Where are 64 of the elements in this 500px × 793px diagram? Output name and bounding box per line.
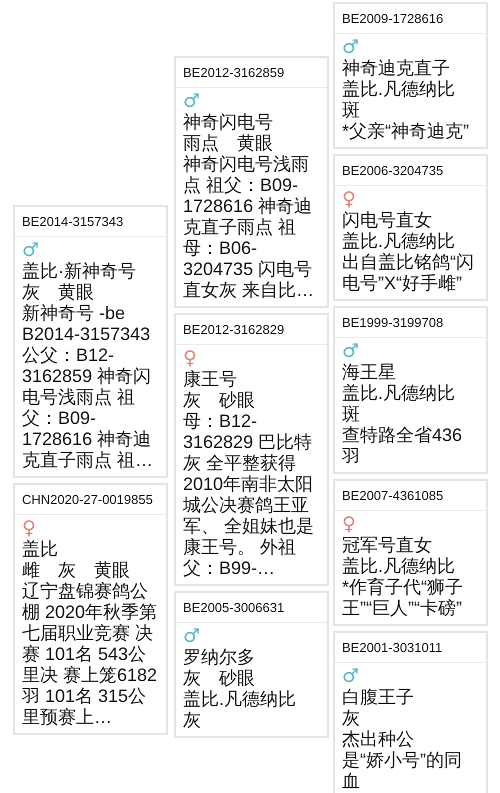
pedigree-card	[174, 56, 329, 308]
ring-number: BE2006-3204735	[342, 162, 444, 179]
sex-symbol: ♀	[342, 189, 356, 210]
pedigree-note: 斑	[342, 404, 360, 425]
pedigree-note: 灰	[183, 710, 201, 731]
pedigree-note: 杰出种公	[342, 729, 414, 750]
ring-number: CHN2020-27-0019855	[22, 491, 153, 508]
pigeon-name: 神奇迪克直子	[342, 58, 450, 79]
ring-number: BE2007-4361085	[342, 487, 444, 504]
pedigree-note: 盖比.凡德纳比	[183, 689, 296, 710]
pedigree-note: 灰 黄眼	[22, 282, 94, 303]
pedigree-note: 新神奇号 -be B2014-3157343公父：B12-3162859 神奇闪电号浅雨点 祖父：B09-1728616 神奇迪克直子雨点 祖…	[22, 303, 154, 471]
pedigree-note: 辽宁盘锦赛鸽公棚 2020年秋季第七届职业竞赛 决赛 101名 543公里决 赛上笼6182羽 101名 315公里预赛上…	[22, 581, 158, 728]
ring-number: BE2012-3162829	[183, 321, 284, 338]
pedigree-note: 神奇闪电号浅雨点 祖父：B09-1728616 神奇迪克直子雨点 祖母：B06-3204735 闪电号直女灰 来自比…	[183, 154, 316, 301]
pigeon-name: 闪电号直女	[342, 210, 432, 231]
sex-symbol: ♀	[183, 348, 197, 369]
pedigree-note: 查特路全省436羽	[342, 425, 464, 467]
ring-number: BE1999-3199708	[342, 314, 444, 331]
sex-symbol: ♀	[342, 514, 356, 535]
ring-number: BE2014-3157343	[22, 213, 124, 230]
pedigree-card	[333, 2, 488, 149]
pigeon-name: 盖比	[22, 539, 58, 560]
ring-number: BE2009-1728616	[342, 10, 444, 27]
ring-number: BE2001-3031011	[342, 639, 442, 656]
pedigree-card	[333, 479, 488, 626]
pedigree-card	[333, 631, 488, 793]
sex-symbol: ♂	[342, 666, 360, 687]
pedigree-note: 出自盖比铭鸽“闪电号”X“好手雌”	[342, 252, 475, 294]
pigeon-name: 白腹王子	[342, 687, 414, 708]
pigeon-name: 盖比·新神奇号	[22, 261, 136, 282]
ring-number: BE2005-3006631	[183, 599, 284, 616]
pedigree-note: 母：B12-3162829 巴比特灰 全平整获得2010年南非太阳城公决赛鸽王亚军、 全姐妹也是康王号。 外祖父：B99-…	[183, 411, 316, 579]
pedigree-card	[174, 591, 329, 738]
pigeon-name: 罗纳尔多	[183, 647, 255, 668]
sex-symbol: ♂	[22, 240, 40, 261]
pedigree-note: 盖比.凡德纳比	[342, 556, 456, 577]
pigeon-name: 海王星	[342, 362, 396, 383]
pedigree-card	[333, 154, 488, 301]
pedigree-note: 雨点 黄眼	[183, 133, 273, 154]
pedigree-note: 灰 砂眼	[183, 390, 255, 411]
sex-symbol: ♂	[342, 37, 360, 58]
pedigree-note: 灰 砂眼	[183, 668, 255, 689]
pedigree-note: 是“娇小号”的同血	[342, 750, 463, 792]
pedigree-note: 盖比.凡德纳比	[342, 79, 456, 100]
pedigree-card	[333, 306, 488, 474]
pedigree-card	[13, 483, 168, 735]
sex-symbol: ♂	[342, 341, 360, 362]
pedigree-note: 盖比.凡德纳比	[342, 383, 456, 404]
sex-symbol: ♂	[183, 91, 200, 112]
sex-symbol: ♂	[183, 626, 200, 647]
ring-number: BE2012-3162859	[183, 64, 284, 81]
pedigree-note: 斑	[342, 100, 360, 121]
pigeon-name: 冠军号直女	[342, 535, 432, 556]
sex-symbol: ♀	[22, 518, 36, 539]
pedigree-card	[13, 205, 168, 478]
pedigree-note: *作育子代“狮子王”“巨人”“卡磅”	[342, 577, 464, 619]
pedigree-note: *父亲“神奇迪克”	[342, 121, 469, 142]
pedigree-card	[174, 313, 329, 586]
pedigree-note: 雌 灰 黄眼	[22, 560, 130, 581]
pigeon-name: 神奇闪电号	[183, 112, 273, 133]
pigeon-name: 康王号	[183, 369, 237, 390]
pedigree-note: 灰	[342, 708, 360, 729]
pedigree-note: 盖比.凡德纳比	[342, 231, 456, 252]
